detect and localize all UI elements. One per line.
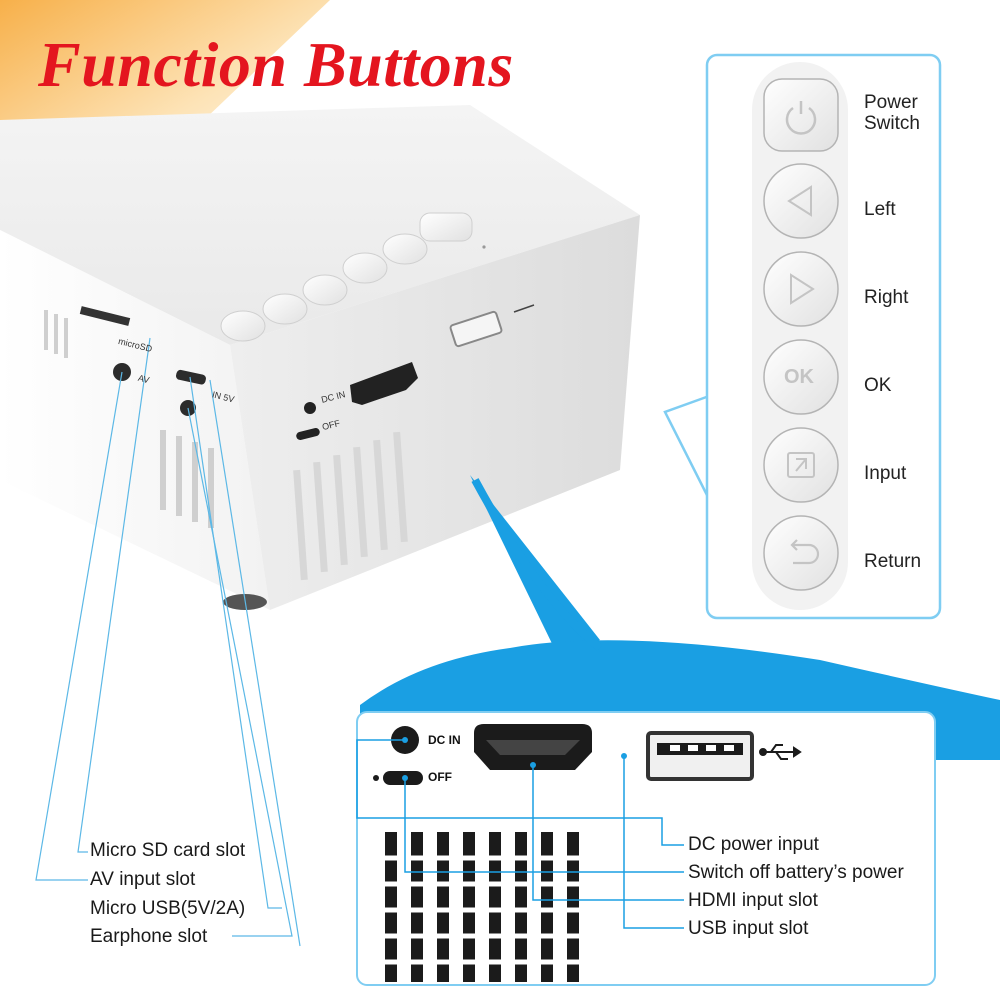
callout-arrow-right	[663, 393, 714, 506]
label-power-switch: Power Switch	[864, 92, 920, 134]
label-av-input-slot: AV input slot	[90, 869, 196, 890]
ok-button	[763, 339, 839, 415]
label-micro-sd-slot: Micro SD card slot	[90, 840, 246, 861]
buttons-callout	[663, 53, 942, 620]
label-left: Left	[864, 199, 896, 220]
return-icon	[790, 539, 820, 565]
label-usb-input: USB input slot	[688, 918, 809, 939]
label-ok: OK	[864, 375, 892, 396]
usb-symbol	[513, 304, 535, 313]
right-vents	[293, 431, 408, 581]
power-icon	[785, 101, 817, 135]
usb-port	[449, 310, 503, 348]
label-right: Right	[864, 287, 909, 308]
label-switch-off-battery: Switch off battery’s power	[688, 862, 904, 883]
left-button	[763, 163, 839, 239]
ports-panel	[356, 711, 936, 986]
dc-in-jack	[304, 402, 316, 414]
top-buttons	[220, 212, 473, 342]
power-button	[763, 78, 839, 152]
usb-port-large	[646, 731, 754, 781]
label-dc-power-input: DC power input	[688, 834, 819, 855]
microsd-slot	[79, 306, 131, 326]
projector-right-face	[230, 215, 640, 610]
ports-callout	[356, 475, 1000, 986]
return-button	[763, 515, 839, 591]
ok-icon: OK	[784, 366, 814, 388]
dc-in-mark: DC IN	[428, 733, 461, 747]
right-button	[763, 251, 839, 327]
triangle-right-icon	[790, 273, 815, 305]
input-icon	[787, 452, 815, 478]
port-leader-lines	[356, 739, 684, 929]
label-earphone-slot: Earphone slot	[90, 926, 208, 947]
label-micro-usb: Micro USB(5V/2A)	[90, 898, 246, 919]
off-switch	[296, 428, 320, 440]
label-return: Return	[864, 551, 922, 572]
ports-panel-vents	[385, 832, 579, 982]
left-vents	[44, 310, 214, 528]
micro-usb-port	[176, 369, 206, 385]
label-hdmi-input: HDMI input slot	[688, 890, 818, 911]
label-input: Input	[864, 463, 907, 484]
off-mark: OFF	[428, 770, 452, 784]
usb-symbol-large	[759, 744, 802, 760]
left-leader-lines	[35, 337, 301, 947]
page-title: Function Buttons	[38, 29, 514, 100]
triangle-left-icon	[787, 185, 812, 217]
projector	[0, 105, 640, 610]
projector-top	[0, 105, 640, 345]
hdmi-port	[350, 362, 418, 405]
